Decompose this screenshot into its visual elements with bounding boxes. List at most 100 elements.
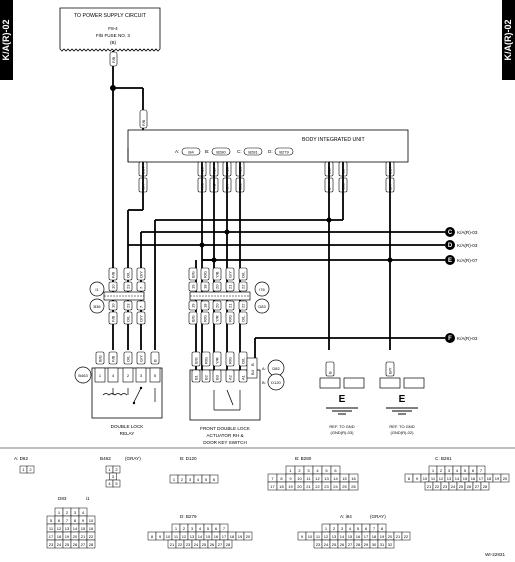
legend-pin: 18 [487,476,492,481]
legend-pin: 20 [388,534,393,539]
legend-pin: 20 [73,534,78,539]
wiring [112,162,445,370]
legend-pin: 5 [50,518,53,523]
junction-right: B/G1919B/GR/G1818R/GY/B2020Y/RG/Y2121R/G… [188,267,270,325]
legend-pin: 20 [503,476,508,481]
offpage-letter: C [448,230,453,236]
legend-pin: 15 [342,476,347,481]
legend-pin: 15 [348,534,353,539]
junction-left-lower-pin: 23 [126,303,131,308]
legend-pin: 7 [223,526,226,531]
legend-pin: 21 [427,484,432,489]
legend-pin: 4 [456,468,459,473]
offpage-ref: K/A(R)-03 [457,336,478,341]
junction-right-lower-color: B/G [191,315,196,322]
legend-pin: 9 [289,476,292,481]
legend-pin: 6 [365,526,368,531]
legend-pin: 22 [435,484,440,489]
legend-pin: 12 [57,526,62,531]
legend-pin: 20 [246,534,251,539]
legend-pin: 19 [495,476,500,481]
page-code-left: K/A(R)-02 [1,19,11,60]
ground-ref-detail: (GND(R)-02) [391,430,415,435]
legend-pin: 17 [364,534,369,539]
legend-pin: 9 [416,476,419,481]
figure-id: WI-22831 [485,552,505,557]
junction-right-upper-pin: 19 [191,284,196,289]
body-unit-legend-conn: B281 [248,150,258,155]
legend-pin: 4 [82,510,85,515]
connector-b36-badge [89,298,105,314]
body-unit-pins: D14G/YA18R/GA17Y/BA19G/YA20O/LB17BC9G/BD… [138,161,395,193]
legend-pin: 19 [380,534,385,539]
legend-pin: 8 [381,526,384,531]
legend-pin: 16 [471,476,476,481]
legend-pin: 11 [431,476,436,481]
legend-pin: 14 [455,476,460,481]
offpage-letter: D [448,243,453,249]
connector-i1-badge [89,281,105,297]
legend-pin: 17 [479,476,484,481]
connector-b463-badge [74,366,92,384]
legend-pin: 2 [181,477,184,482]
legend-sub-i84: (GRAY) [370,514,386,519]
legend-pin: 5 [325,468,328,473]
legend-pin: 2 [183,526,186,531]
legend-label-b280: B: B280 [295,456,312,461]
body-unit-legend-conn: B279 [279,150,289,155]
legend-pin: 10 [423,476,428,481]
legend-pin: 23 [324,484,329,489]
legend-pin: 8 [280,476,283,481]
actuator-label-2: ACTUATOR RH & [206,433,243,438]
junction-right-upper-pin: 18 [203,284,208,289]
junction-right-upper-color: B/G [191,271,196,278]
legend-pin: 23 [316,542,321,547]
svg-text:D83: D83 [258,304,266,309]
actuator-wire-color: R/G [204,357,209,364]
junction-right-upper-pin: 20 [215,284,220,289]
legend-pin: 24 [194,542,199,547]
offpage-letter: F [448,336,452,342]
actuator-pin: A2 [228,374,233,380]
junction-left-lower-pin: 10 [111,303,116,308]
body-unit-legend-letter: B: [205,149,209,154]
legend-pin: 22 [404,534,409,539]
legend-pin: 8 [151,534,154,539]
legend-pin: 12 [315,476,320,481]
legend-pin: 25 [65,542,70,547]
legend-pin: 3 [448,468,451,473]
legend-pin: 22 [178,542,183,547]
actuator-wire-color: Y/R [215,357,220,364]
junction-right-upper-pin: 21 [228,284,233,289]
body-unit-legend-conn: B280 [216,150,226,155]
svg-text:i76: i76 [259,287,265,292]
legend-pin: 20 [297,484,302,489]
connector-d120-badge [267,373,285,391]
legend-pin: 11 [316,534,321,539]
legend-pin: 9 [82,518,85,523]
legend-pin: 2 [66,510,69,515]
legend-pin: 18 [372,534,377,539]
legend-pin: 11 [49,526,54,531]
legend-pin: 25 [342,484,347,489]
junction-right-upper-color: R/G [203,271,208,278]
legend-pin: 13 [190,534,195,539]
junction-right-lower-pin: 19 [191,303,196,308]
junction-left-lower-pin: 7 [139,305,144,308]
legend-pin: 16 [356,534,361,539]
junction-right-lower-pin: 22 [241,303,246,308]
legend-pin: 2 [298,468,301,473]
junction-right-lower-color: R/G [228,315,233,322]
svg-text:B463: B463 [78,373,88,378]
legend-pin: 4 [349,526,352,531]
offpage-ref: K/A(R)-07 [457,258,478,263]
legend-pin: 24 [451,484,456,489]
legend-pin: 23 [186,542,191,547]
ground-wire-color: B/Y [388,367,393,374]
actuator-wire-color: B/G [194,357,199,364]
junction-right-lower-color: R/G [203,315,208,322]
